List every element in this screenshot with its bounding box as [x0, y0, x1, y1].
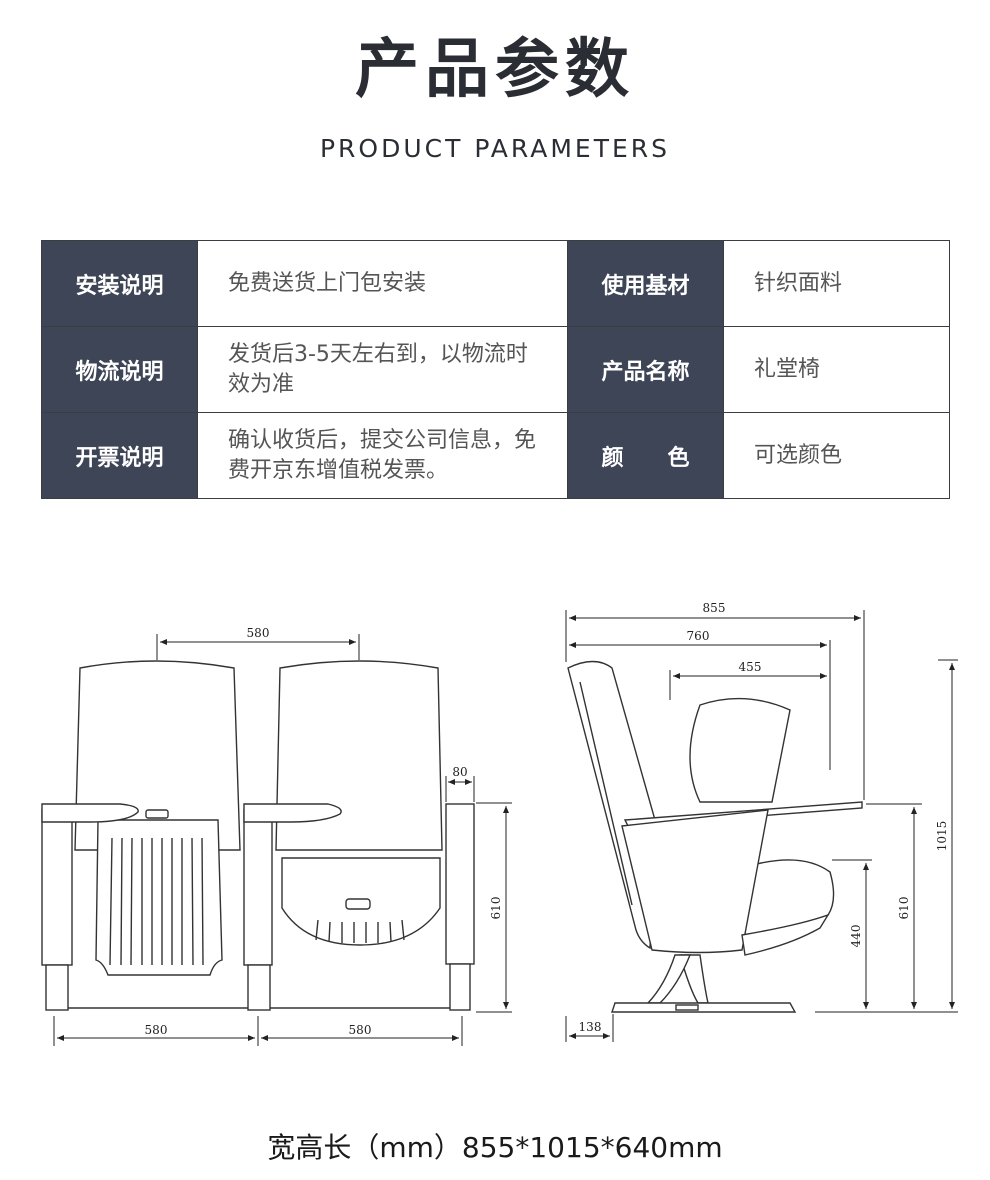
param-label: 物流说明: [41, 326, 198, 413]
param-label: 颜 色: [567, 412, 724, 499]
param-value: 免费送货上门包安装: [197, 240, 568, 327]
table-row: 开票说明 确认收货后，提交公司信息，免费开京东增值税发票。 颜 色 可选颜色: [41, 412, 950, 499]
dim-side-height: 1015: [935, 821, 949, 852]
page-subtitle: PRODUCT PARAMETERS: [319, 134, 671, 163]
param-value: 礼堂椅: [723, 326, 950, 413]
param-value: 针织面料: [723, 240, 950, 327]
param-label: 使用基材: [567, 240, 724, 327]
dim-side-760: 760: [687, 629, 710, 643]
dim-front-arm: 80: [452, 765, 467, 779]
param-value: 可选颜色: [723, 412, 950, 499]
dim-front-top: 580: [247, 626, 270, 640]
front-view: [41, 660, 475, 1011]
dim-side-base: 138: [579, 1020, 602, 1034]
chair-technical-drawing: 580 80 610 580 580: [41, 601, 958, 1046]
param-label: 安装说明: [41, 240, 198, 327]
param-label: 产品名称: [567, 326, 724, 413]
table-row: 物流说明 发货后3-5天左右到，以物流时效为准 产品名称 礼堂椅: [41, 326, 950, 413]
page-title: 产品参数: [355, 33, 635, 107]
side-view: [567, 660, 863, 1013]
dim-side-seat: 440: [849, 925, 863, 948]
table-row: 安装说明 免费送货上门包安装 使用基材 针织面料: [41, 240, 950, 327]
param-value: 发货后3-5天左右到，以物流时效为准: [197, 326, 568, 413]
parameters-table: 安装说明 免费送货上门包安装 使用基材 针织面料 物流说明 发货后3-5天左右到…: [41, 240, 950, 499]
dim-front-height: 610: [489, 897, 503, 920]
param-label: 开票说明: [41, 412, 198, 499]
size-summary: 宽高长（mm）855*1015*640mm: [267, 1131, 723, 1164]
dim-front-bottom-left: 580: [145, 1023, 168, 1037]
front-dimensions: 580 80 610 580 580: [53, 626, 512, 1046]
dim-side-arm: 610: [897, 897, 911, 920]
side-dimensions: 855 760 455 1015 610 440 138: [565, 601, 958, 1042]
param-value: 确认收货后，提交公司信息，免费开京东增值税发票。: [197, 412, 568, 499]
dim-side-455: 455: [739, 660, 762, 674]
dim-side-total: 855: [703, 601, 726, 615]
dim-front-bottom-right: 580: [349, 1023, 372, 1037]
